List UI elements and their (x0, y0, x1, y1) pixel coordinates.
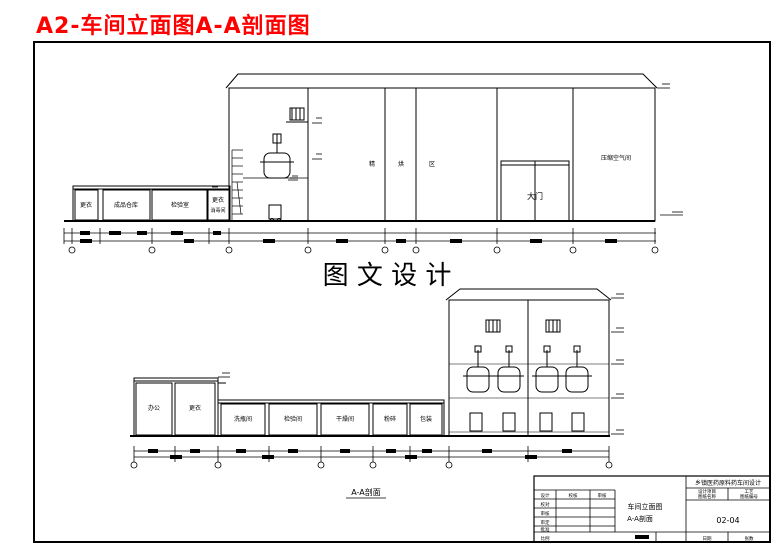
title-block (533, 475, 771, 543)
room-box (102, 189, 151, 221)
room-label-locker: 更衣 (80, 201, 92, 209)
section-caption: A-A剖面 (351, 487, 380, 497)
header-cell: 工艺 (745, 489, 754, 495)
room-label-inspection: 检验室 (171, 201, 189, 209)
room-box (74, 189, 99, 221)
hall-label-2: 烘 (398, 160, 404, 168)
role-cell: 设计 (541, 492, 550, 499)
door-label: 大门 (527, 191, 543, 201)
footer-cell: 张数 (745, 535, 754, 542)
section-room-locker: 更衣 (189, 404, 201, 412)
project-name: 乡镇医药原料药车间设计 (695, 479, 761, 487)
scale-figure (635, 535, 649, 539)
room-label-warehouse: 成品仓库 (114, 201, 138, 209)
role-cell: 审定 (541, 519, 550, 526)
low-annex (72, 185, 231, 222)
section-room-office: 办公 (148, 404, 160, 412)
footer-cell: 比例 (541, 535, 550, 542)
section-room-2: 检验间 (284, 415, 302, 423)
hall-label-1: 精 (369, 160, 375, 168)
section-level-markers (218, 293, 624, 435)
role-cell: 审核 (541, 510, 550, 517)
col-head: 校核 (569, 492, 578, 499)
drawing-number: 02-04 (716, 516, 739, 525)
level-markers (207, 83, 683, 216)
drawing-name-2: A-A剖面 (627, 514, 653, 523)
section-reactors-left (463, 319, 524, 432)
main-hall (228, 87, 656, 222)
section-view (130, 288, 624, 469)
title-block-text: 乡镇医药原料药车间设计 设计项目 工艺 图纸名称 图纸编号 02-04 车间立面… (541, 479, 762, 542)
footer-cell: 日期 (703, 536, 712, 542)
section-room-3: 干燥间 (336, 415, 354, 423)
section-dimension-chain (130, 446, 613, 469)
section-room-5: 包装 (420, 415, 432, 423)
drawing-name-1: 车间立面图 (628, 502, 663, 511)
room-box (151, 189, 208, 221)
col-head: 审核 (598, 492, 607, 499)
section-room-4: 粉碎 (384, 415, 396, 423)
room-label-compressed-air: 压缩空气间 (601, 154, 631, 162)
dimension-figures (80, 231, 617, 243)
header-cell: 设计项目 (698, 488, 716, 495)
header-cell: 图纸名称 (698, 493, 716, 500)
dimension-chain (63, 228, 659, 254)
section-room-1: 洗瓶间 (234, 415, 252, 423)
drawing-frame (33, 41, 771, 543)
role-cell: 校对 (541, 501, 550, 508)
section-reactors-right (532, 319, 592, 432)
page-title: A2-车间立面图A-A剖面图 (36, 14, 311, 39)
hall-label-3: 区 (429, 161, 435, 168)
watermark-text: 图 文 设 计 (323, 261, 452, 291)
room-sublabel: 消毒间 (210, 207, 225, 214)
role-cell: 批准 (541, 526, 550, 533)
main-door (500, 160, 570, 222)
elevation-view (63, 73, 683, 254)
roof-profile (225, 73, 658, 89)
header-cell: 图纸编号 (740, 493, 758, 500)
section-dimension-figures (148, 449, 572, 459)
reactor-equipment (260, 107, 308, 222)
staircase (231, 149, 243, 220)
room-box (207, 189, 230, 221)
room-label-locker-2: 更衣 (212, 196, 224, 204)
